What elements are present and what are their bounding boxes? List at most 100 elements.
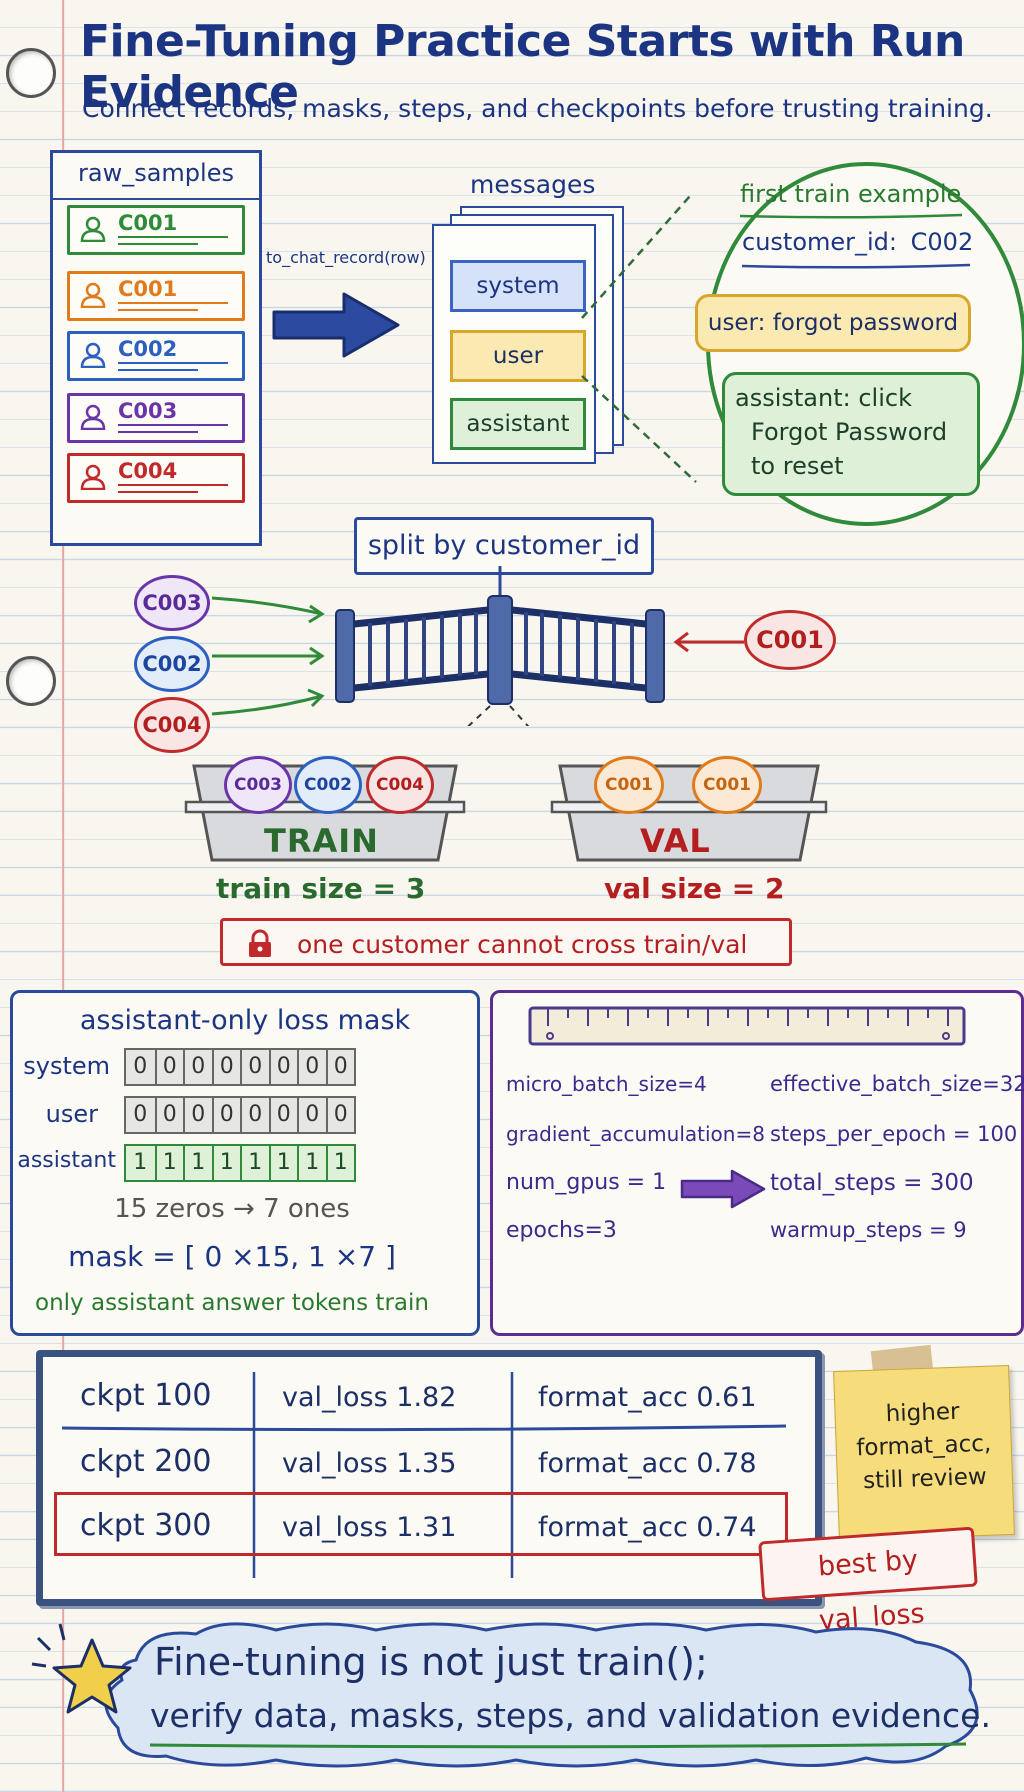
page-title: Fine-Tuning Practice Starts with Run Evi… xyxy=(80,16,965,118)
mask-row-label-system: system xyxy=(23,1052,110,1080)
takeaway-line-1: Fine-tuning is not just train(); xyxy=(154,1640,708,1684)
mask-cell: 0 xyxy=(297,1050,326,1084)
takeaway-line-2: verify data, masks, steps, and validatio… xyxy=(150,1696,991,1735)
checkpoint-val-loss: val_loss 1.31 xyxy=(282,1512,457,1543)
transform-arrow-icon xyxy=(272,292,400,358)
mask-cell: 0 xyxy=(133,1102,148,1127)
incoming-train-customer-1: C003 xyxy=(134,575,210,631)
loss-mask-title: assistant-only loss mask xyxy=(79,1005,411,1036)
sticky-line-3: still review xyxy=(862,1463,988,1495)
incoming-val-customer: C001 xyxy=(744,610,836,670)
mask-cell: 1 xyxy=(268,1146,298,1180)
checkpoint-format-acc: format_acc 0.78 xyxy=(538,1448,757,1479)
batch-input-num-gpus: num_gpus = 1 xyxy=(506,1170,667,1195)
checkpoint-name: ckpt 200 xyxy=(80,1444,212,1479)
checkpoint-format-acc: format_acc 0.74 xyxy=(538,1512,757,1543)
raw-sample-row: C003 xyxy=(67,393,245,443)
lock-icon xyxy=(249,929,271,957)
person-icon xyxy=(80,404,106,430)
batch-output-steps-per-epoch: steps_per_epoch = 100 xyxy=(770,1122,1018,1146)
incoming-train-arrows xyxy=(211,596,325,716)
person-icon xyxy=(80,464,106,490)
batch-input-micro-batch: micro_batch_size=4 xyxy=(506,1072,707,1096)
page-subtitle: Connect records, masks, steps, and check… xyxy=(82,94,993,123)
mask-cell: 0 xyxy=(183,1098,212,1132)
takeaway-cloud xyxy=(104,1622,979,1768)
mask-row-user: 0 0 0 0 0 0 0 0 xyxy=(124,1096,356,1134)
assistant-line-1: assistant: click xyxy=(735,384,912,412)
mask-cell: 0 xyxy=(240,1050,269,1084)
incoming-train-customer-3: C004 xyxy=(134,697,210,753)
train-bin-customer-2: C002 xyxy=(294,756,362,814)
checkpoint-val-loss: val_loss 1.35 xyxy=(282,1448,457,1479)
mask-cell: 1 xyxy=(297,1146,326,1180)
train-bin-customer-1: C003 xyxy=(224,756,292,814)
customer-id-label: customer_id: xyxy=(742,228,898,256)
ruler-icon xyxy=(528,1006,966,1046)
checkpoint-table xyxy=(36,1350,822,1606)
train-size-label: train size = 3 xyxy=(216,872,426,905)
train-bin-customer-3: C004 xyxy=(366,756,434,814)
mask-cell: 0 xyxy=(211,1050,241,1084)
raw-sample-id: C001 xyxy=(118,211,178,235)
batch-input-epochs: epochs=3 xyxy=(506,1218,617,1243)
checkpoint-format-acc: format_acc 0.61 xyxy=(538,1382,757,1413)
raw-sample-id: C001 xyxy=(118,277,178,301)
raw-sample-line xyxy=(118,431,198,433)
val-size-label: val size = 2 xyxy=(604,872,785,905)
mask-cell: 0 xyxy=(268,1050,298,1084)
assistant-line-3: to reset xyxy=(751,452,844,480)
checkpoint-name: ckpt 300 xyxy=(80,1508,212,1543)
mask-cell: 1 xyxy=(325,1146,355,1180)
mask-cell: 0 xyxy=(133,1054,148,1079)
user-message-bubble: user: forgot password xyxy=(695,294,971,352)
message-page-front: system user assistant xyxy=(432,224,596,464)
raw-samples-title: raw_samples xyxy=(78,159,234,187)
raw-sample-line xyxy=(118,369,198,371)
val-bin-customer-1: C001 xyxy=(594,756,664,814)
mask-cell: 1 xyxy=(154,1146,184,1180)
incoming-train-customer-2: C002 xyxy=(134,636,210,692)
review-sticky-note: higher format_acc, still review xyxy=(833,1364,1015,1542)
mask-cell: 0 xyxy=(183,1050,212,1084)
customer-id-value: C002 xyxy=(910,228,974,256)
checkpoint-val-loss: val_loss 1.82 xyxy=(282,1382,457,1413)
person-icon xyxy=(80,216,106,242)
raw-sample-line xyxy=(118,309,198,311)
checkpoint-table-grid xyxy=(61,1372,787,1578)
raw-sample-id: C002 xyxy=(118,337,178,361)
batch-output-warmup-steps: warmup_steps = 9 xyxy=(770,1218,967,1242)
raw-sample-id: C004 xyxy=(118,459,178,483)
split-rule-banner: one customer cannot cross train/val xyxy=(220,918,792,966)
batch-arrow-icon xyxy=(680,1169,766,1209)
batch-input-grad-accum: gradient_accumulation=8 xyxy=(506,1122,765,1146)
customer-id-underline xyxy=(741,263,971,269)
star-icon xyxy=(31,1623,132,1714)
incoming-val-arrow-icon xyxy=(673,631,744,653)
train-tray-label: TRAIN xyxy=(264,822,379,860)
mask-cell: 0 xyxy=(154,1098,184,1132)
raw-sample-line xyxy=(118,491,198,493)
raw-sample-line xyxy=(118,362,228,364)
first-example-customer: customer_id: C002 xyxy=(742,228,973,256)
mask-row-assistant: 1 1 1 1 1 1 1 1 xyxy=(124,1144,356,1182)
mask-cell: 1 xyxy=(211,1146,241,1180)
mask-cell: 0 xyxy=(154,1050,184,1084)
raw-sample-row: C002 xyxy=(67,331,245,381)
split-label: split by customer_id xyxy=(354,517,654,575)
to-chat-record-label: to_chat_record(row) xyxy=(266,248,426,267)
raw-sample-line xyxy=(118,424,228,426)
raw-sample-row: C004 xyxy=(67,453,245,503)
mask-cell: 0 xyxy=(211,1098,241,1132)
assistant-line-2: Forgot Password xyxy=(751,418,948,446)
split-gate-icon xyxy=(335,566,665,726)
best-checkpoint-highlight xyxy=(54,1492,788,1556)
mask-cell: 0 xyxy=(325,1050,355,1084)
mask-note: only assistant answer tokens train xyxy=(35,1290,429,1316)
raw-sample-row: C001 xyxy=(67,271,245,321)
raw-sample-line xyxy=(118,243,198,245)
binder-hole-top xyxy=(6,48,56,98)
mask-row-system: 0 0 0 0 0 0 0 0 xyxy=(124,1048,356,1086)
raw-samples-divider xyxy=(53,198,259,200)
